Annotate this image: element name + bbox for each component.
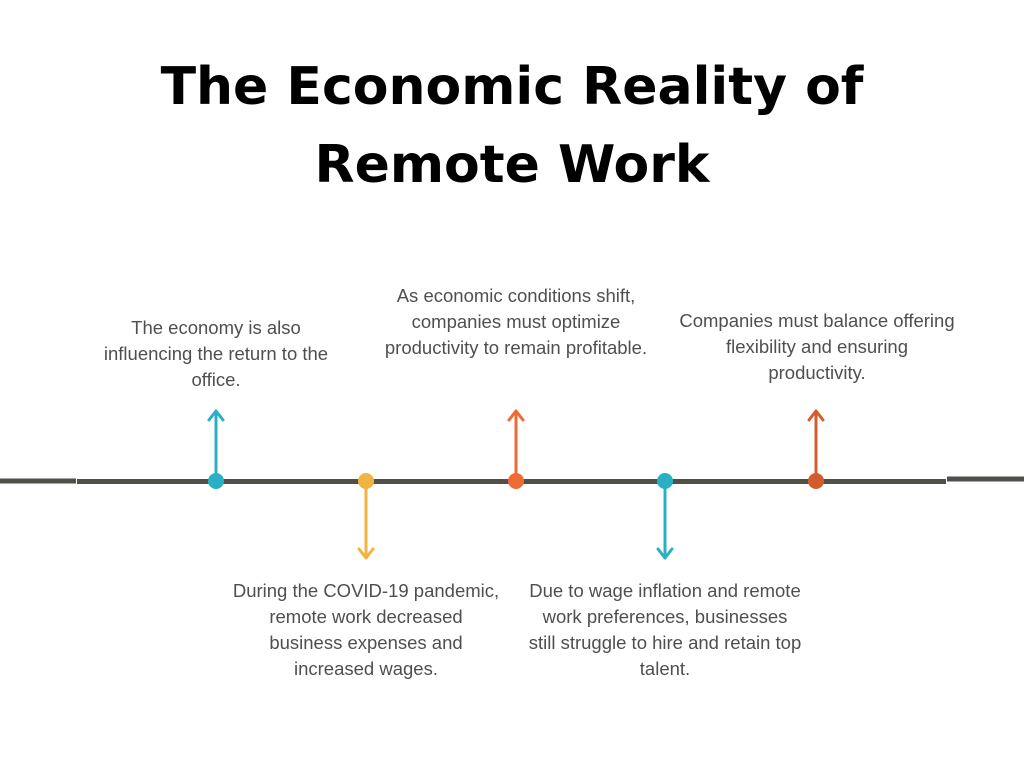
event-5-arrow-head xyxy=(807,409,825,422)
event-marker-3 xyxy=(507,409,525,489)
event-3-label: As economic conditions shift, companies … xyxy=(384,285,648,358)
event-4-arrow-head xyxy=(656,547,674,560)
title-line-2: Remote Work xyxy=(314,135,710,195)
event-2-arrow-head xyxy=(357,547,375,560)
event-2-label: During the COVID-19 pandemic, remote wor… xyxy=(232,580,500,679)
event-4-dot xyxy=(657,473,673,489)
event-5-label: Companies must balance offering flexibil… xyxy=(679,310,955,383)
title-line-1: The Economic Reality of xyxy=(160,57,864,117)
event-2-dot xyxy=(358,473,374,489)
event-3-arrow-head xyxy=(507,409,525,422)
event-marker-1 xyxy=(207,409,225,489)
event-3-dot xyxy=(508,473,524,489)
event-1-label: The economy is also influencing the retu… xyxy=(103,317,329,390)
page-title: The Economic Reality of Remote Work xyxy=(0,48,1024,204)
event-marker-5 xyxy=(807,409,825,489)
event-4-label: Due to wage inflation and remote work pr… xyxy=(528,580,802,679)
event-marker-4 xyxy=(656,473,674,560)
event-1-arrow-head xyxy=(207,409,225,422)
event-1-dot xyxy=(208,473,224,489)
event-marker-2 xyxy=(357,473,375,560)
event-5-dot xyxy=(808,473,824,489)
